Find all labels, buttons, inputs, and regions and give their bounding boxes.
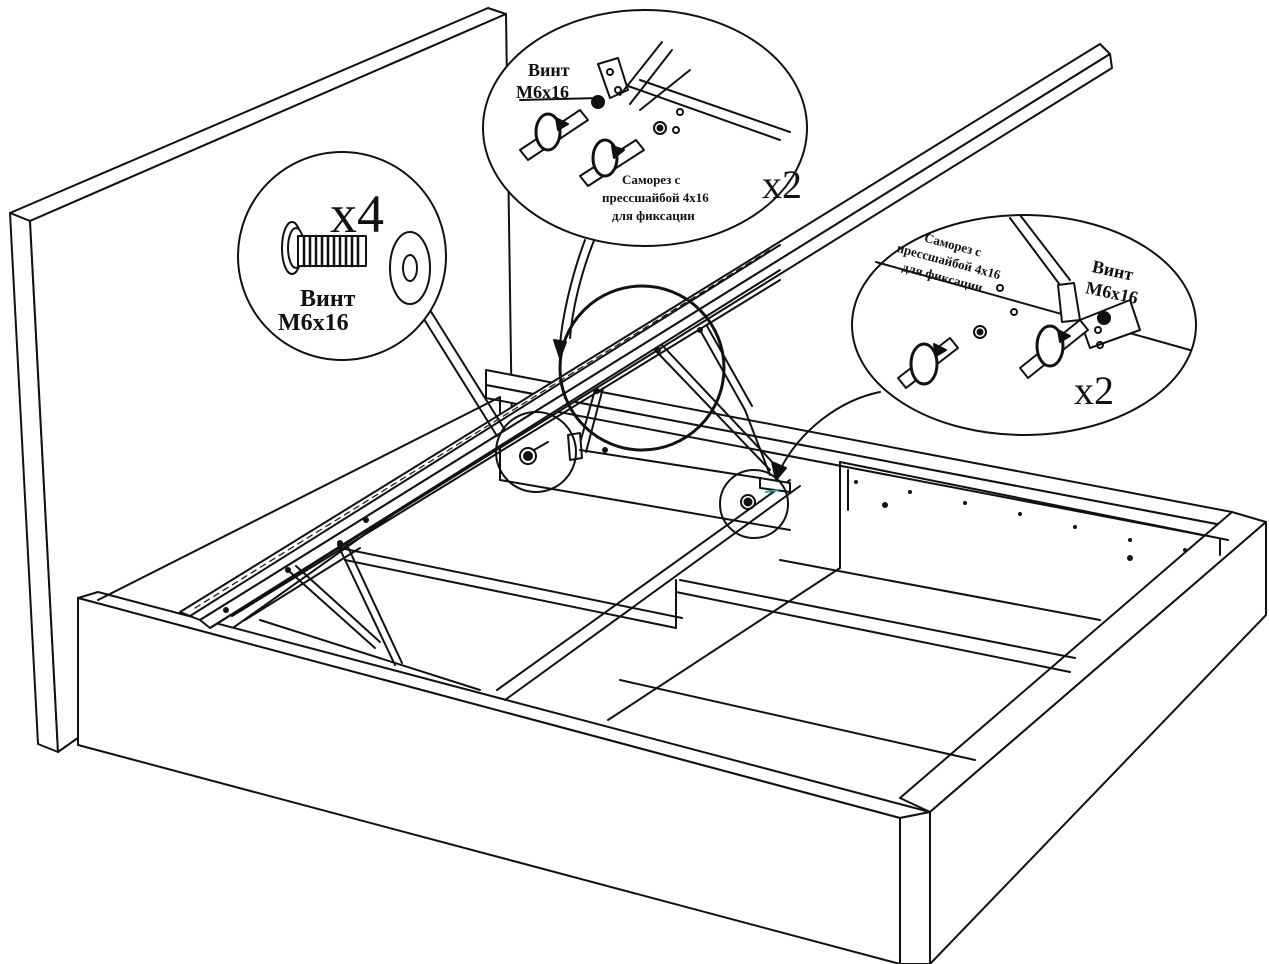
lift-mechanism-back [567, 325, 791, 493]
left-detail-circle [495, 411, 577, 493]
leader-lines [421, 237, 881, 471]
mounting-holes [854, 480, 1187, 561]
top-screw-label-1: Винт [528, 60, 570, 80]
top-count-label: x2 [762, 162, 802, 207]
screw-icon-right-small [740, 494, 756, 510]
top-tapping-label-1: Саморез с [622, 172, 681, 187]
left-callout [237, 151, 447, 361]
mechanism-highlight-circle [558, 284, 726, 452]
screwdriver-icon [1019, 319, 1089, 379]
right-detail-circle [719, 469, 789, 539]
bolt-icon [281, 221, 367, 275]
right-callout [851, 214, 1197, 436]
bed-lid [179, 43, 1113, 629]
left-count-label: x4 [330, 184, 384, 244]
screw-head-icon [591, 95, 605, 109]
screw-icon-left-small [519, 441, 549, 465]
washer-icon [389, 231, 431, 305]
top-callout [482, 9, 808, 247]
bed-frame [77, 369, 1267, 964]
arrow-icon [771, 461, 787, 481]
top-tapping-label-2: прессшайбой 4х16 [602, 190, 709, 205]
left-screw-label-1: Винт [300, 286, 356, 312]
top-screw-label-2: М6х16 [516, 82, 569, 102]
right-count-label: x2 [1074, 368, 1114, 413]
center-partition [259, 479, 1101, 761]
arrow-icon [553, 339, 567, 359]
top-tapping-label-3: для фиксации [612, 208, 695, 223]
lift-mechanism-front [289, 542, 403, 666]
screwdriver-icon [519, 109, 589, 161]
accent-bracket [765, 489, 779, 493]
left-screw-label-2: М6х16 [278, 310, 349, 336]
